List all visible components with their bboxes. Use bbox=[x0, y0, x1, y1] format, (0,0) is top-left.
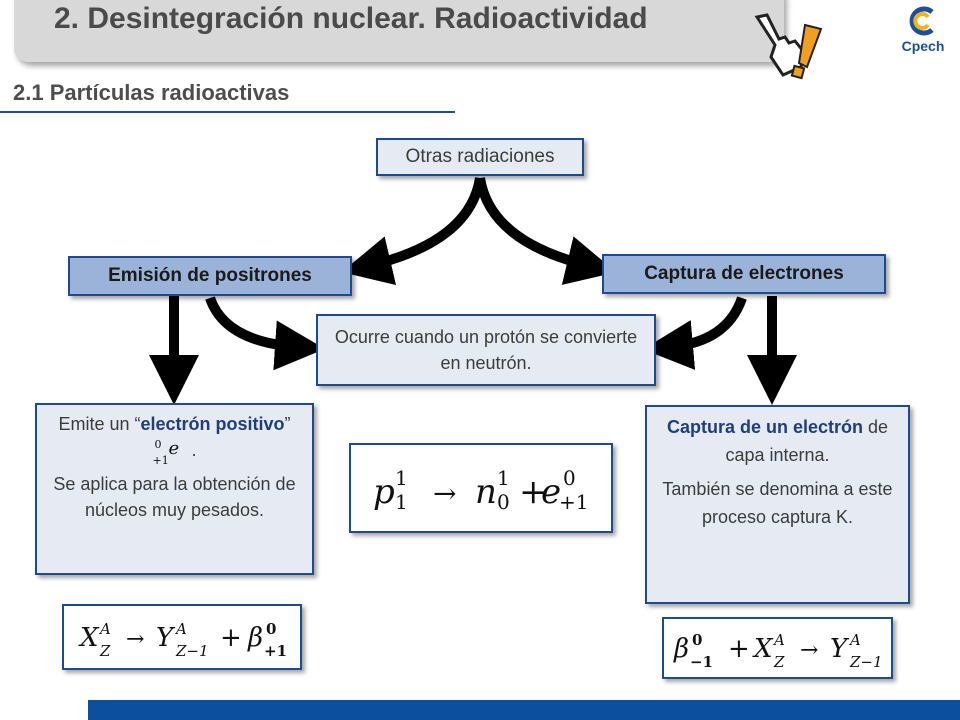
svg-text:Y: Y bbox=[156, 623, 176, 653]
svg-text:+: + bbox=[728, 634, 750, 664]
svg-text:0: 0 bbox=[266, 620, 276, 638]
svg-text:→: → bbox=[126, 627, 144, 652]
svg-text:+: + bbox=[220, 623, 242, 653]
svg-text:0: 0 bbox=[497, 490, 510, 514]
subtitle-underline bbox=[0, 111, 455, 113]
equation-proton-decay-svg: p → n + e 11 10 0+1 bbox=[373, 466, 588, 514]
positron-symbol: 0 +1 e bbox=[152, 438, 180, 468]
svg-text:Y: Y bbox=[830, 634, 850, 664]
svg-text:p: p bbox=[373, 472, 395, 512]
node-captura-electrones: Captura de electrones bbox=[602, 254, 886, 294]
cpech-logo-icon bbox=[909, 6, 934, 36]
arrow-to-captura bbox=[475, 177, 617, 285]
svg-text:→: → bbox=[800, 638, 818, 663]
svg-text:0: 0 bbox=[692, 631, 702, 649]
node-emite-positivo: Emite un “electrón positivo” 0 +1 e . Se… bbox=[35, 403, 314, 575]
svg-text:β: β bbox=[247, 623, 263, 653]
equation-electron-capture-svg: β + X → Y 0−1 AZ AZ−1 bbox=[673, 631, 883, 671]
svg-text:0: 0 bbox=[563, 466, 576, 490]
svg-text:1: 1 bbox=[395, 466, 408, 490]
node-ocurre: Ocurre cuando un protón se convierte en … bbox=[316, 314, 656, 386]
svg-text:1: 1 bbox=[395, 490, 408, 514]
section-subtitle: 2.1 Partículas radioactivas bbox=[13, 80, 290, 105]
svg-text:Z: Z bbox=[99, 642, 111, 660]
node-emision-positrones: Emisión de positrones bbox=[68, 256, 352, 296]
footer-bar bbox=[88, 700, 960, 720]
svg-text:n: n bbox=[475, 472, 497, 512]
svg-text:X: X bbox=[752, 634, 774, 664]
arrow-emision-to-ocurre bbox=[205, 296, 325, 371]
svg-text:+1: +1 bbox=[559, 490, 588, 514]
svg-text:+: + bbox=[519, 472, 548, 512]
svg-text:Z: Z bbox=[773, 653, 785, 671]
svg-text:+1: +1 bbox=[264, 642, 287, 660]
svg-text:e: e bbox=[541, 472, 561, 512]
svg-text:→: → bbox=[433, 477, 456, 510]
node-otras-radiaciones: Otras radiaciones bbox=[376, 138, 584, 176]
svg-text:−1: −1 bbox=[690, 653, 713, 671]
page-title: 2. Desintegración nuclear. Radioactivida… bbox=[54, 2, 648, 35]
arrow-to-emision bbox=[341, 177, 485, 286]
svg-text:Z−1: Z−1 bbox=[175, 642, 209, 660]
hand-pointer-icon bbox=[754, 13, 823, 80]
svg-text:A: A bbox=[848, 631, 861, 649]
svg-text:X: X bbox=[78, 623, 100, 653]
equation-beta-plus-svg: X → Y + β AZ AZ−1 0+1 bbox=[78, 620, 287, 660]
svg-text:1: 1 bbox=[497, 466, 510, 490]
arrow-captura-to-ocurre bbox=[643, 296, 747, 370]
svg-text:β: β bbox=[673, 634, 689, 664]
svg-text:A: A bbox=[98, 620, 111, 638]
node-captura-detalle: Captura de un electrón de capa interna. … bbox=[645, 405, 910, 604]
cpech-logo-text: Cpech bbox=[901, 38, 945, 54]
svg-text:Z−1: Z−1 bbox=[849, 653, 883, 671]
svg-text:A: A bbox=[174, 620, 187, 638]
title-bar: 2. Desintegración nuclear. Radioactivida… bbox=[14, 0, 784, 62]
svg-text:A: A bbox=[772, 631, 785, 649]
